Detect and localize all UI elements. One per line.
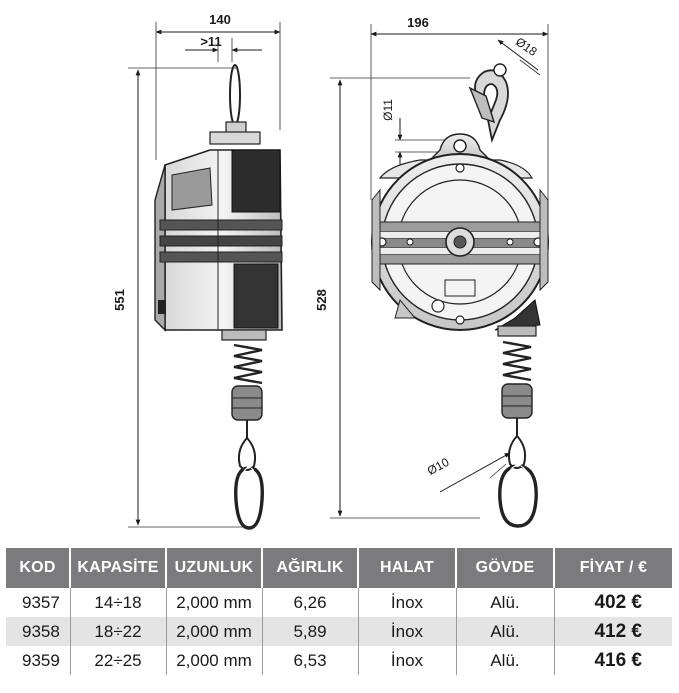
cell-agirlik: 5,89 [262,617,359,646]
cell-agirlik: 6,26 [262,588,359,617]
front-view: 196 528 Ø11 Ø18 [314,15,549,528]
cell-govde: Alü. [456,617,555,646]
col-header-kapasite: KAPASİTE [70,548,167,588]
cell-uzunluk: 2,000 mm [166,646,263,675]
cell-uzunluk: 2,000 mm [166,617,263,646]
side-height-label: 551 [112,289,127,311]
cable-diameter-label: Ø10 [425,455,452,478]
cell-agirlik: 6,53 [262,646,359,675]
table-row: 9357 14÷18 2,000 mm 6,26 İnox Alü. 402 € [6,588,672,617]
cell-halat: İnox [358,588,457,617]
cell-kod: 9357 [6,588,71,617]
cell-kod: 9358 [6,617,71,646]
cell-kod: 9359 [6,646,71,675]
cell-govde: Alü. [456,588,555,617]
hook-diameter-label: Ø18 [513,34,540,59]
col-header-uzunluk: UZUNLUK [166,548,263,588]
shaft-diameter-label: Ø11 [381,99,395,121]
table-row: 9358 18÷22 2,000 mm 5,89 İnox Alü. 412 € [6,617,672,646]
cell-kapasite: 14÷18 [70,588,167,617]
col-header-agirlik: AĞIRLIK [262,548,359,588]
col-header-fiyat: FİYAT / € [554,548,672,588]
table-row: 9359 22÷25 2,000 mm 6,53 İnox Alü. 416 € [6,646,672,675]
cell-uzunluk: 2,000 mm [166,588,263,617]
cell-halat: İnox [358,646,457,675]
cell-kapasite: 18÷22 [70,617,167,646]
cell-fiyat: 416 € [594,649,642,671]
front-height-label: 528 [314,289,329,311]
cell-govde: Alü. [456,646,555,675]
cell-fiyat: 412 € [554,617,672,646]
cell-kapasite: 22÷25 [70,646,167,675]
technical-drawing: 140 >11 551 [112,12,549,530]
cell-halat: İnox [358,617,457,646]
side-offset-label: >11 [200,34,221,49]
front-width-label: 196 [407,15,429,30]
spec-table: KOD KAPASİTE UZUNLUK AĞIRLIK HALAT GÖVDE… [6,548,672,675]
col-header-govde: GÖVDE [456,548,555,588]
col-header-halat: HALAT [358,548,457,588]
side-width-label: 140 [209,12,231,27]
cell-fiyat: 402 € [594,591,642,613]
col-header-kod: KOD [6,548,71,588]
side-view: 140 >11 551 [112,12,283,530]
table-header-row: KOD KAPASİTE UZUNLUK AĞIRLIK HALAT GÖVDE… [6,548,672,588]
